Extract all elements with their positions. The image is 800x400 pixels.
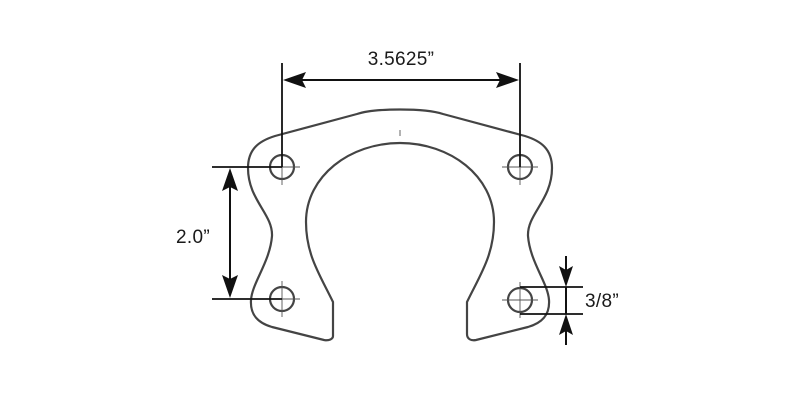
arrow-left-icon [283,72,306,88]
arrow-right-icon [496,72,519,88]
arrow-down-small-icon [559,266,573,287]
dimension-label-hole-diameter: 3/8” [585,291,619,312]
hole-bottom-right [502,282,538,318]
arrow-up-icon [222,168,238,191]
dimension-horizontal-spacing: 3.5625” [281,49,521,167]
arrow-down-icon [222,275,238,298]
dimension-hole-diameter: 3/8” [520,256,619,345]
dimension-label-horizontal: 3.5625” [368,49,435,70]
part-outer-outline [246,108,554,342]
dimension-vertical-spacing: 2.0” [176,166,282,300]
arrow-up-small-icon [559,314,573,335]
dimension-label-vertical: 2.0” [176,227,210,248]
